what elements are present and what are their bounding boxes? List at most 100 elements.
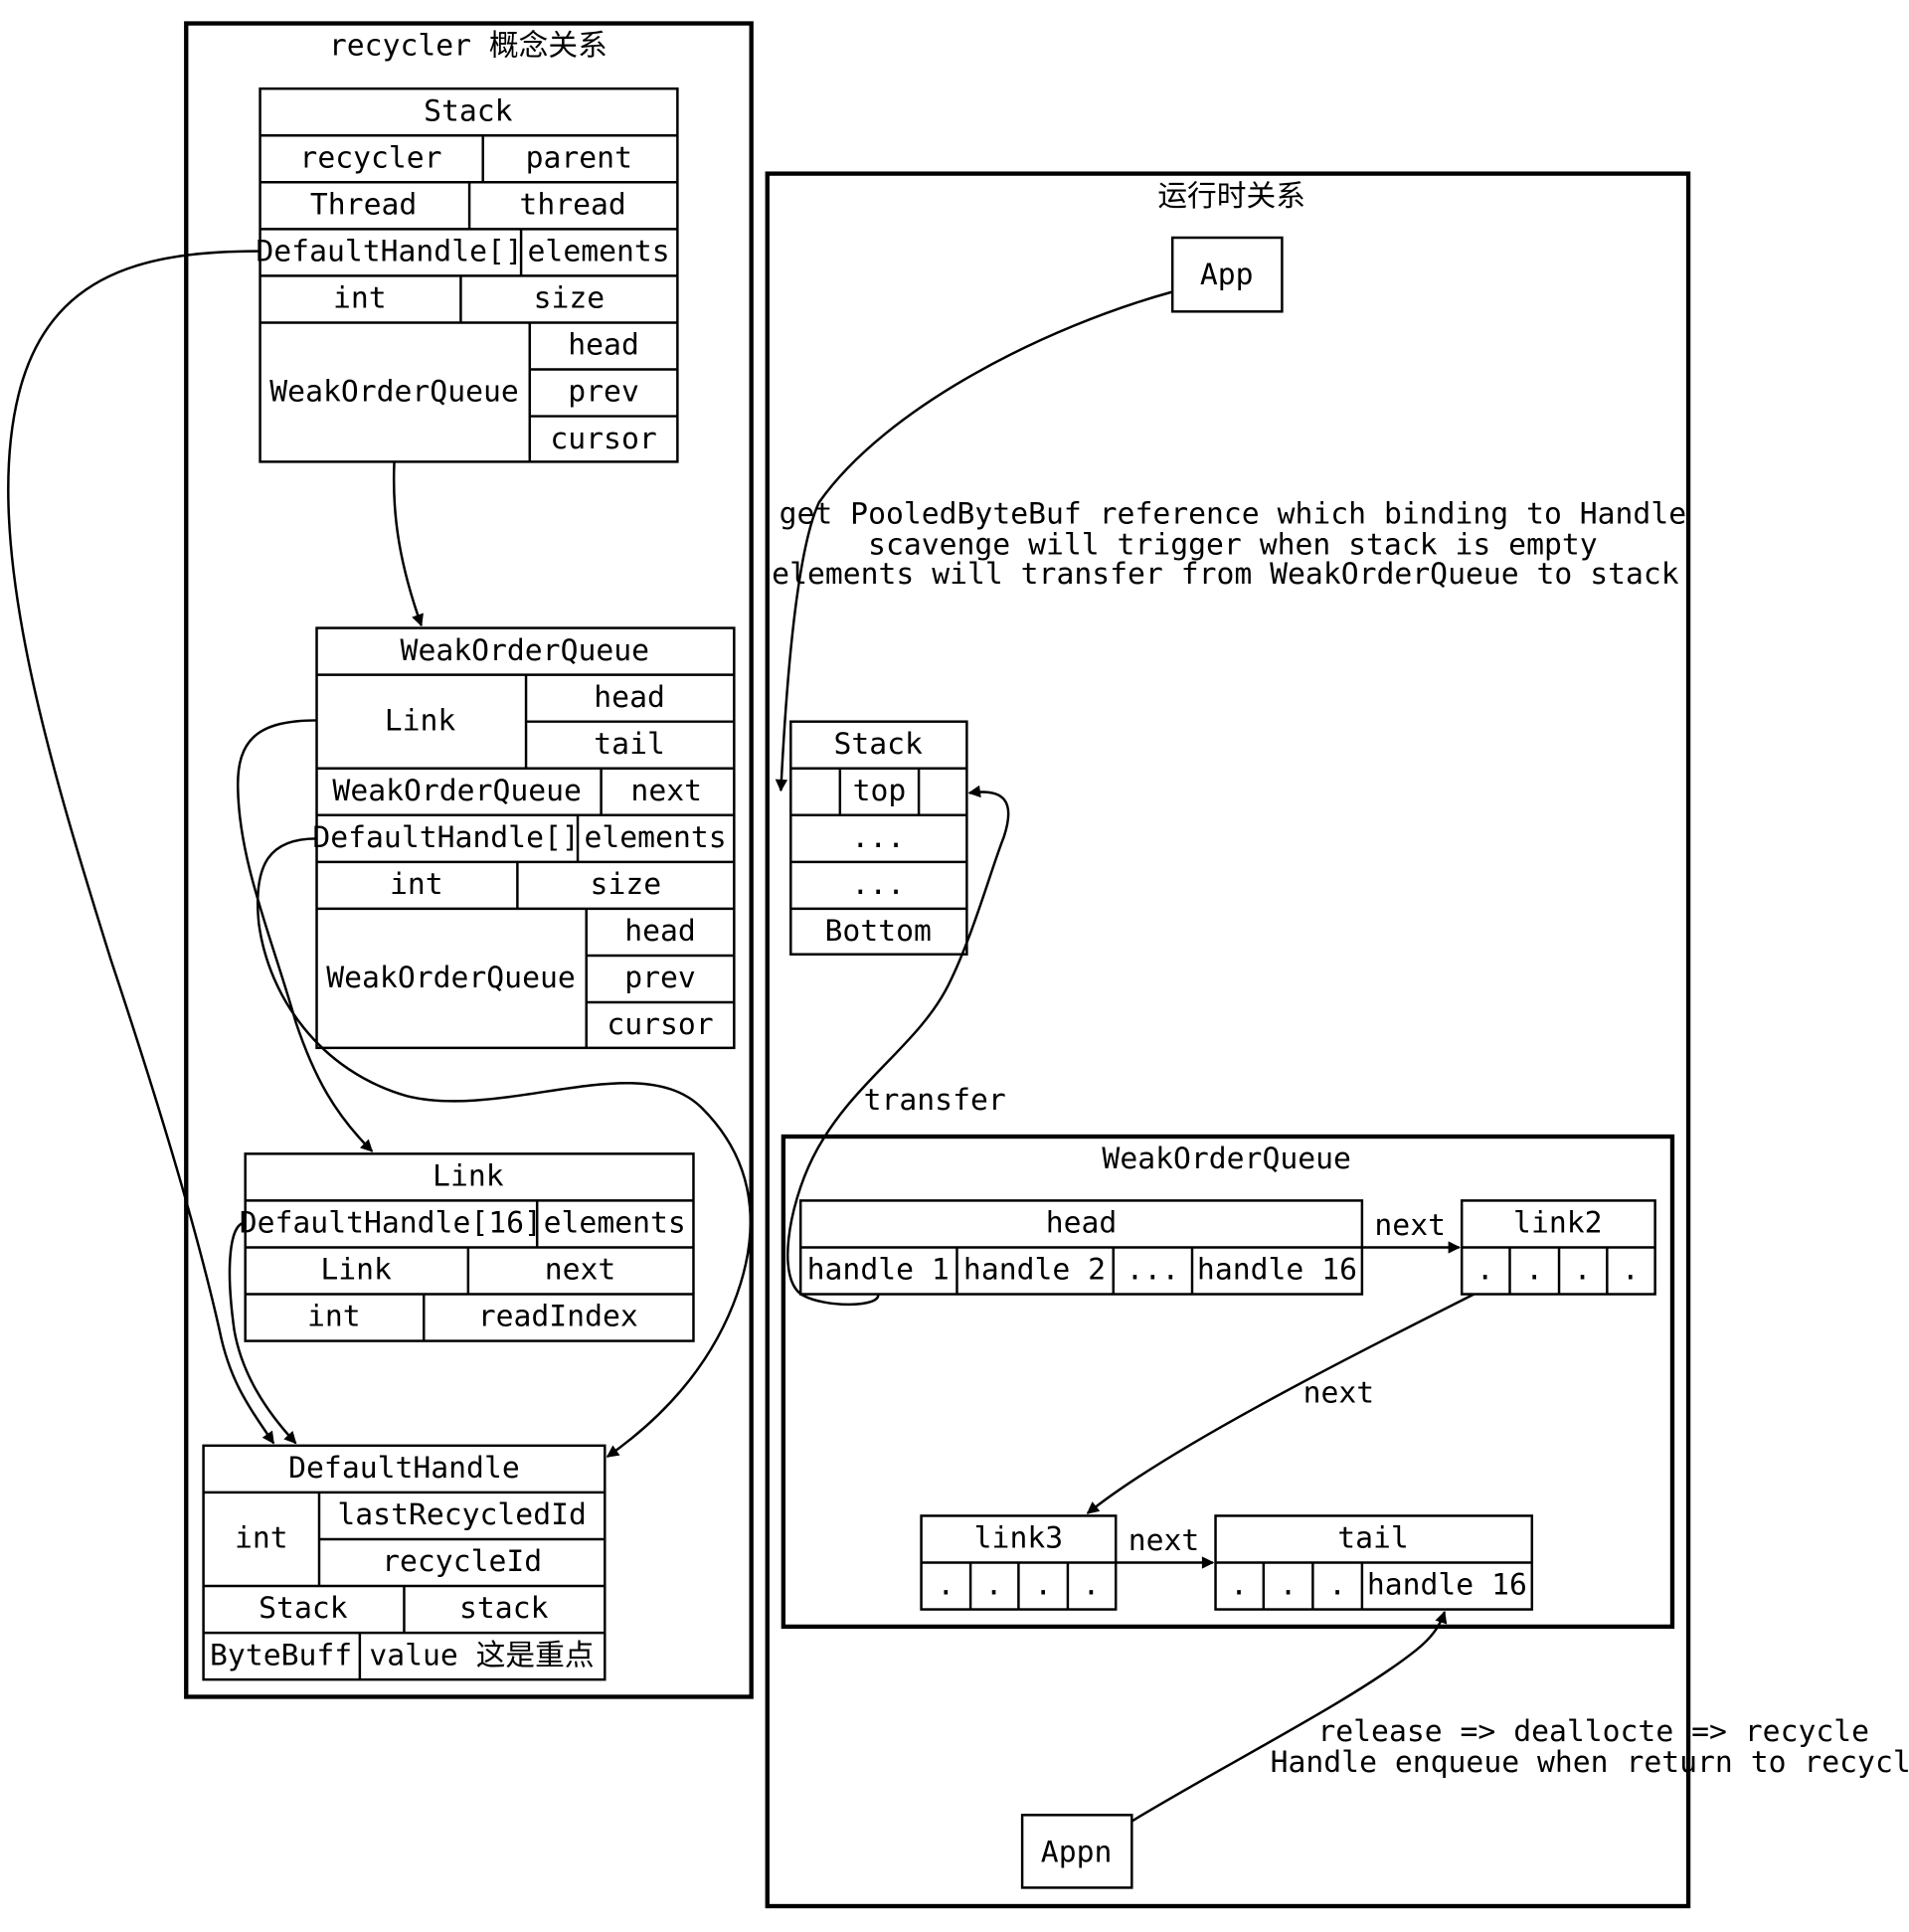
woq-size-type: int — [390, 867, 443, 902]
head-handle-16: handle 16 — [1197, 1253, 1357, 1288]
stack-elements-type: DefaultHandle[] — [256, 235, 522, 269]
link3-node: link3 . . . . — [920, 1514, 1118, 1611]
runtime-stack-bottom: Bottom — [825, 914, 932, 949]
link-record-title: Link — [433, 1159, 504, 1194]
edge-label-get-line-1: get PooledByteBuf reference which bindin… — [780, 496, 1687, 531]
woq-cluster: WeakOrderQueue — [781, 1134, 1675, 1630]
woq-prev-field: prev — [624, 961, 696, 995]
link3-slot: . — [1034, 1568, 1052, 1603]
woq-woq-type: WeakOrderQueue — [326, 961, 576, 995]
appn-node: Appn — [1020, 1814, 1133, 1889]
edge-woq-link-to-link — [237, 719, 374, 1152]
runtime-stack-node: Stack top ... ... Bottom — [789, 720, 968, 956]
concept-cluster-title: recycler 概念关系 — [329, 29, 607, 64]
handle-stack-field: stack — [459, 1591, 549, 1626]
link3-slot: . — [985, 1568, 1003, 1603]
stack-cursor-field: cursor — [550, 422, 656, 456]
woq-tail-field: tail — [594, 727, 665, 762]
edge-label-get-line-3: elements will transfer from WeakOrderQue… — [772, 557, 1679, 592]
stack-record: Stack recycler parent Thread thread Defa… — [256, 87, 679, 463]
head-handle-1: handle 1 — [807, 1253, 950, 1288]
head-dots: ... — [1127, 1253, 1180, 1288]
edge-appn-to-tail — [1130, 1610, 1448, 1823]
app-node-label: App — [1200, 258, 1254, 292]
link2-node-title: link2 — [1513, 1206, 1602, 1241]
link-next-type: Link — [320, 1253, 392, 1288]
handle-recycle-id-field: recycleId — [382, 1544, 542, 1579]
link-elements-type: DefaultHandle[16] — [240, 1206, 542, 1241]
edge-label-next-link2-link3: next — [1303, 1376, 1375, 1411]
app-node: App — [1170, 236, 1284, 313]
link2-slot: . — [1622, 1253, 1640, 1288]
tail-slot: . — [1328, 1568, 1346, 1603]
link2-node: link2 . . . . — [1460, 1199, 1656, 1296]
link3-node-title: link3 — [974, 1521, 1063, 1556]
link3-slot: . — [937, 1568, 954, 1603]
edge-label-release-line-1: release => deallocte => recycle — [1317, 1714, 1869, 1749]
stack-thread-type: Thread — [310, 187, 417, 222]
woq-head2-field: head — [624, 914, 696, 949]
stack-thread-field: thread — [519, 187, 625, 222]
stack-recycler-field: recycler — [299, 140, 441, 175]
edge-label-release-line-2: Handle enqueue when return to recycler — [1271, 1745, 1909, 1780]
tail-slot: . — [1280, 1568, 1298, 1603]
link-elements-field: elements — [544, 1206, 686, 1241]
handle-stack-type: Stack — [259, 1591, 348, 1626]
runtime-stack-top: top — [853, 774, 907, 808]
tail-handle-16: handle 16 — [1367, 1568, 1527, 1603]
runtime-cluster: 运行时关系 — [765, 171, 1691, 1909]
handle-record-title: DefaultHandle — [288, 1451, 520, 1486]
tail-node: tail . . . handle 16 — [1214, 1514, 1534, 1611]
link-record: Link DefaultHandle[16] elements Link nex… — [240, 1152, 695, 1342]
link-read-field: readIndex — [478, 1300, 638, 1334]
woq-record: WeakOrderQueue Link head tail WeakOrderQ… — [312, 626, 736, 1050]
head-node: head handle 1 handle 2 ... handle 16 — [798, 1199, 1364, 1296]
edge-label-next-link3-tail: next — [1128, 1523, 1200, 1558]
edge-label-get-line-2: scavenge will trigger when stack is empt… — [868, 527, 1598, 562]
tail-slot: . — [1230, 1568, 1248, 1603]
woq-next-type: WeakOrderQueue — [332, 774, 582, 808]
woq-cluster-title: WeakOrderQueue — [1102, 1142, 1351, 1176]
handle-last-recycled-field: lastRecycledId — [337, 1497, 586, 1532]
edge-woq-elements-to-handle — [257, 837, 753, 1459]
edge-stack-woq-to-woq — [392, 461, 424, 627]
stack-size-type: int — [333, 281, 387, 316]
stack-head-field: head — [568, 328, 639, 363]
appn-node-label: Appn — [1041, 1835, 1113, 1869]
tail-node-title: tail — [1337, 1521, 1409, 1556]
stack-elements-field: elements — [528, 235, 670, 269]
woq-next-field: next — [630, 774, 702, 808]
link2-slot: . — [1476, 1253, 1494, 1288]
stack-parent-field: parent — [526, 140, 632, 175]
woq-record-title: WeakOrderQueue — [401, 633, 650, 668]
link3-slot: . — [1083, 1568, 1101, 1603]
edge-label-transfer: transfer — [864, 1083, 1006, 1118]
handle-value-type: ByteBuff — [210, 1638, 352, 1672]
edge-link-elements-to-handle — [228, 1221, 297, 1445]
link2-slot: . — [1525, 1253, 1543, 1288]
handle-value-field: value 这是重点 — [369, 1638, 594, 1672]
woq-elements-type: DefaultHandle[] — [312, 820, 579, 855]
link2-slot: . — [1574, 1253, 1592, 1288]
woq-size-field: size — [591, 867, 662, 902]
edge-app-to-stack — [775, 290, 1173, 792]
runtime-stack-title: Stack — [833, 727, 923, 762]
woq-cursor-field: cursor — [607, 1007, 713, 1042]
woq-head-field: head — [594, 680, 665, 715]
stack-size-field: size — [534, 281, 606, 316]
head-handle-2: handle 2 — [963, 1253, 1106, 1288]
woq-elements-field: elements — [585, 820, 727, 855]
stack-woq-type: WeakOrderQueue — [269, 375, 518, 410]
edge-label-next-head-link2: next — [1374, 1208, 1446, 1243]
stack-prev-field: prev — [568, 375, 639, 410]
woq-link-type: Link — [385, 703, 456, 738]
edge-link2-to-link3 — [1086, 1293, 1475, 1514]
stack-record-title: Stack — [424, 93, 513, 128]
edge-transfer-to-stack-top — [786, 785, 1010, 1307]
handle-record: DefaultHandle int lastRecycledId recycle… — [202, 1444, 607, 1681]
link-next-field: next — [545, 1253, 616, 1288]
link-read-type: int — [307, 1300, 361, 1334]
head-node-title: head — [1046, 1206, 1118, 1241]
runtime-stack-dots-2: ... — [851, 867, 905, 902]
